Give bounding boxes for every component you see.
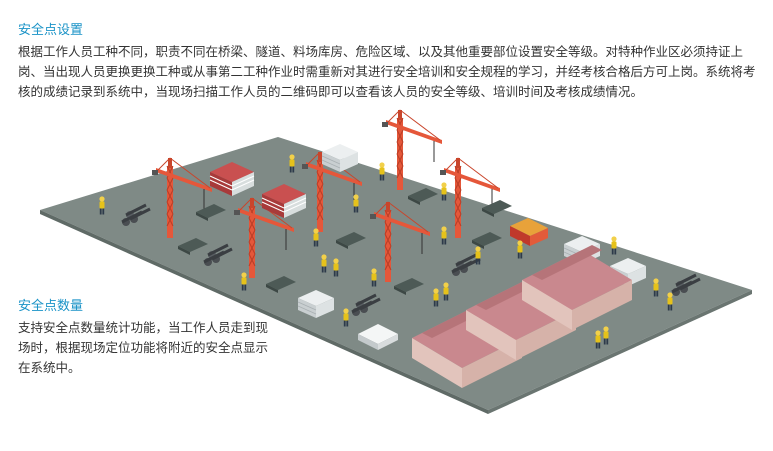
material-pallet-icon <box>510 218 548 246</box>
slab-icon <box>358 324 398 350</box>
safety-point-settings-text: 根据工作人员工种不同，职责不同在桥梁、隧道、料场库房、危险区域、以及其他重要部位… <box>18 44 756 99</box>
site-ground <box>40 137 752 410</box>
safety-point-count-title: 安全点数量 <box>18 299 84 314</box>
safety-point-count-text: 支持安全点数量统计功能，当工作人员走到现场时，根据现场定位功能将附近的安全点显示… <box>18 320 269 375</box>
safety-point-settings-title: 安全点设置 <box>18 23 84 38</box>
